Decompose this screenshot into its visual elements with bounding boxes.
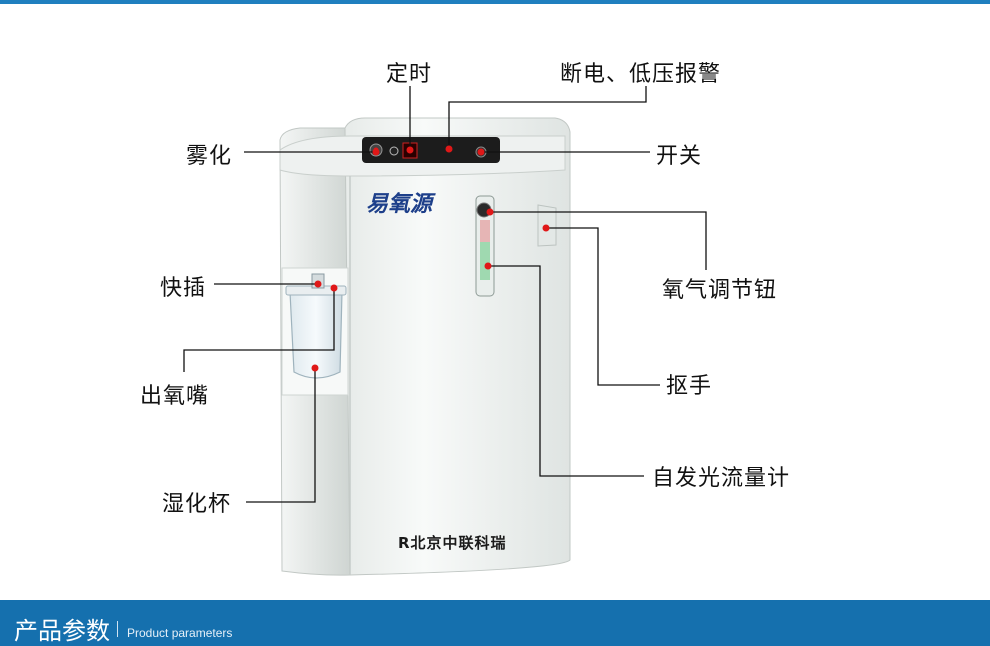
callout-atomize: 雾化	[186, 144, 233, 169]
callout-humidifier-cup: 湿化杯	[162, 492, 232, 517]
callout-marker-dots	[311, 145, 550, 372]
maker-label: R北京中联科瑞	[398, 534, 507, 552]
humidifier-cup	[289, 291, 343, 379]
control-panel	[362, 137, 500, 163]
callout-quick-plug: 快插	[160, 276, 207, 301]
callout-switch: 开关	[656, 144, 703, 169]
callout-leader-lines	[183, 86, 707, 503]
footer-separator	[117, 621, 118, 637]
footer-bar	[0, 600, 990, 646]
top-accent-rule	[0, 0, 990, 4]
callout-timer: 定时	[386, 62, 433, 87]
brand-logo-text: 易氧源	[366, 192, 433, 217]
unit-main-body	[344, 117, 571, 576]
footer-subtitle: Product parameters	[127, 626, 233, 640]
callout-handle: 抠手	[666, 374, 713, 399]
footer-title: 产品参数	[14, 617, 110, 645]
callout-flowmeter: 自发光流量计	[652, 466, 791, 491]
callout-oxygen-outlet: 出氧嘴	[140, 384, 210, 409]
callout-power-alarm: 断电、低压报警	[560, 62, 722, 87]
callout-oxygen-knob: 氧气调节钮	[662, 278, 778, 303]
